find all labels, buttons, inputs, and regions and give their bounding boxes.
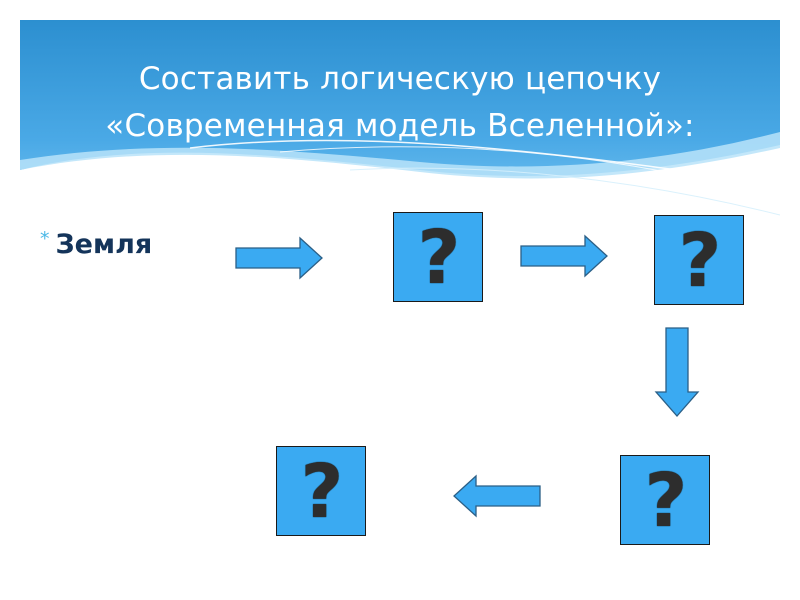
question-mark-icon: ?	[678, 218, 722, 304]
question-box-2: ?	[654, 215, 744, 305]
question-mark-icon: ?	[644, 458, 688, 544]
banner-background	[20, 20, 780, 220]
arrow-down	[654, 327, 700, 417]
arrow-right-1	[235, 236, 323, 280]
question-mark-icon: ?	[300, 449, 344, 535]
bullet-item-earth: * Земля	[40, 224, 152, 264]
bullet-star-icon: *	[40, 228, 50, 250]
question-box-4: ?	[276, 446, 366, 536]
arrow-right-2	[520, 234, 608, 278]
slide-title: Составить логическую цепочку «Современна…	[20, 56, 780, 150]
question-mark-icon: ?	[417, 215, 461, 301]
arrow-left	[453, 474, 541, 518]
question-box-1: ?	[393, 212, 483, 302]
title-line-1: Составить логическую цепочку	[138, 61, 662, 97]
title-banner: Составить логическую цепочку «Современна…	[20, 20, 780, 220]
title-line-2: «Современная модель Вселенной»:	[105, 108, 695, 144]
question-box-3: ?	[620, 455, 710, 545]
bullet-text: Земля	[55, 228, 153, 260]
